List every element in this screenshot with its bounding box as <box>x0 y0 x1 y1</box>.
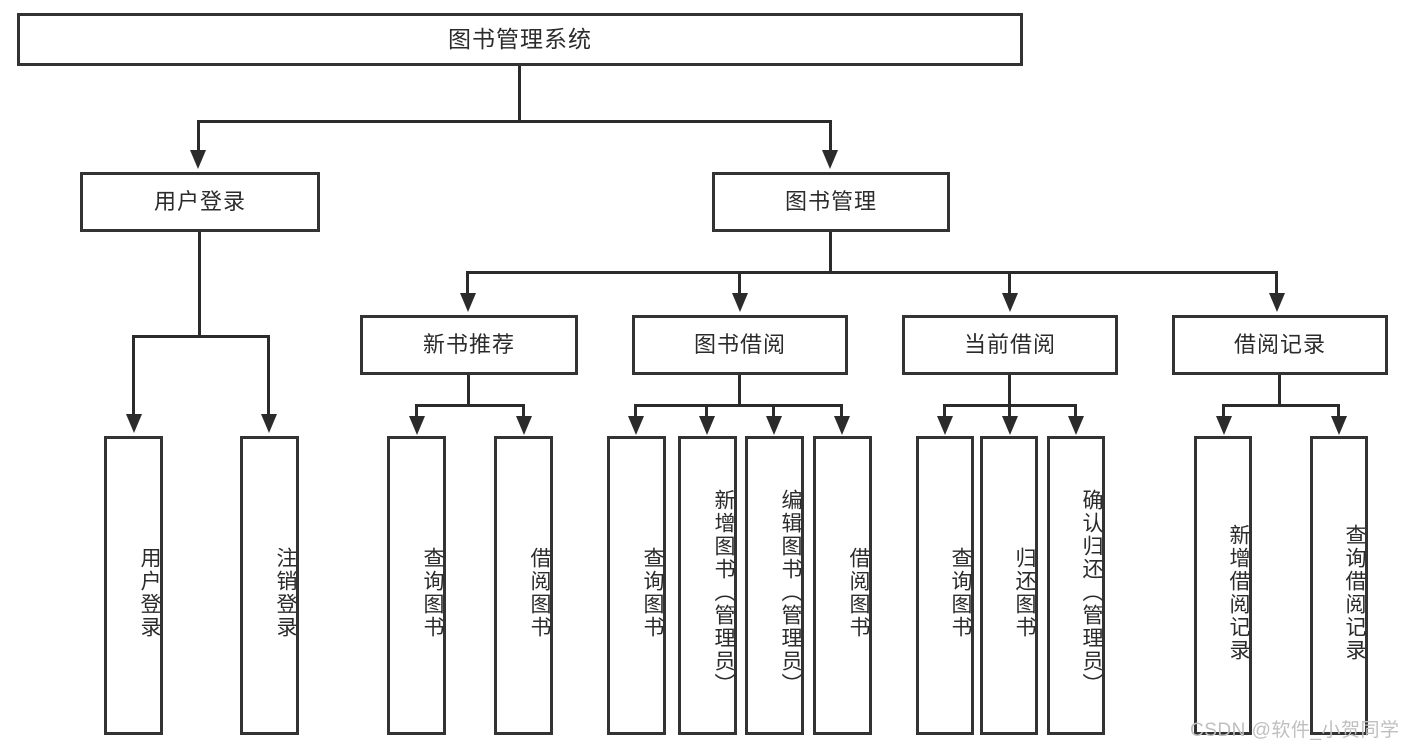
edge-drop-book-management <box>829 120 832 154</box>
node-label: 编辑图书（管理员） <box>779 489 802 696</box>
edge-root-stem <box>518 66 521 122</box>
node-user-login[interactable]: 用户登录 <box>80 172 320 232</box>
arrow-leaf-edit-book <box>766 416 782 435</box>
node-borrow-record[interactable]: 借阅记录 <box>1172 315 1388 375</box>
node-label: 借阅图书 <box>528 546 551 639</box>
node-leaf-borrow-book-2[interactable]: 借阅图书 <box>813 436 872 735</box>
node-label: 借阅记录 <box>1233 331 1326 357</box>
edge-drop-leaf-query-book-1 <box>415 404 418 420</box>
node-root-system[interactable]: 图书管理系统 <box>17 13 1023 66</box>
node-label: 新增图书（管理员） <box>712 489 735 696</box>
node-book-management[interactable]: 图书管理 <box>712 172 950 232</box>
node-label: 用户登录 <box>138 546 161 639</box>
node-label: 图书管理 <box>784 188 877 214</box>
node-label: 用户登录 <box>153 188 246 214</box>
edge-book-management-stem <box>829 232 832 274</box>
edge-drop-leaf-user-login <box>132 335 135 418</box>
node-current-borrow[interactable]: 当前借阅 <box>902 315 1118 375</box>
edge-book-borrow-stem <box>738 375 741 407</box>
arrow-leaf-user-login <box>126 414 142 433</box>
arrow-leaf-query-book-2 <box>628 416 644 435</box>
edge-drop-leaf-return-book <box>1008 404 1011 420</box>
edge-drop-borrow-record <box>1275 271 1278 297</box>
arrow-leaf-borrow-book-2 <box>834 416 850 435</box>
arrow-borrow-record <box>1269 293 1285 312</box>
node-leaf-query-book-3[interactable]: 查询图书 <box>916 436 974 735</box>
arrow-user-login <box>190 150 206 169</box>
edge-drop-leaf-borrow-book-1 <box>522 404 525 420</box>
arrow-leaf-add-record <box>1216 416 1232 435</box>
edge-drop-leaf-query-book-3 <box>943 404 946 420</box>
node-label: 新书推荐 <box>422 331 515 357</box>
node-book-borrow[interactable]: 图书借阅 <box>632 315 848 375</box>
node-leaf-confirm-return[interactable]: 确认归还（管理员） <box>1047 436 1105 735</box>
edge-drop-leaf-query-record <box>1337 404 1340 420</box>
arrow-leaf-query-record <box>1331 416 1347 435</box>
arrow-current-borrow <box>1002 293 1018 312</box>
watermark-text: CSDN @软件_小贺同学 <box>1190 720 1400 741</box>
node-label: 新增借阅记录 <box>1227 523 1250 662</box>
node-new-book-recommend[interactable]: 新书推荐 <box>360 315 578 375</box>
edge-drop-new-book-recommend <box>466 271 469 297</box>
node-label: 查询借阅记录 <box>1343 523 1366 662</box>
edge-level3-bar <box>466 271 1278 274</box>
arrow-leaf-add-book <box>699 416 715 435</box>
edge-user-login-stem <box>198 232 201 337</box>
node-label: 查询图书 <box>421 546 444 639</box>
arrow-book-management <box>822 150 838 169</box>
node-leaf-borrow-book-1[interactable]: 借阅图书 <box>494 436 553 735</box>
node-label: 确认归还（管理员） <box>1080 489 1103 696</box>
arrow-book-borrow <box>732 293 748 312</box>
node-leaf-add-book[interactable]: 新增图书（管理员） <box>678 436 737 735</box>
edge-drop-leaf-user-logout <box>267 335 270 418</box>
arrow-leaf-confirm-return <box>1068 416 1084 435</box>
arrow-leaf-query-book-3 <box>937 416 953 435</box>
arrow-leaf-user-logout <box>261 414 277 433</box>
node-leaf-add-record[interactable]: 新增借阅记录 <box>1194 436 1252 735</box>
edge-drop-leaf-query-book-2 <box>634 404 637 420</box>
node-leaf-user-logout[interactable]: 注销登录 <box>240 436 299 735</box>
edge-borrow-record-stem <box>1278 375 1281 407</box>
arrow-leaf-query-book-1 <box>409 416 425 435</box>
node-leaf-edit-book[interactable]: 编辑图书（管理员） <box>745 436 804 735</box>
node-label: 查询图书 <box>641 546 664 639</box>
node-leaf-return-book[interactable]: 归还图书 <box>980 436 1038 735</box>
edge-user-login-bar <box>132 335 270 338</box>
edge-drop-leaf-add-record <box>1222 404 1225 420</box>
node-leaf-query-book-1[interactable]: 查询图书 <box>387 436 446 735</box>
node-leaf-user-login[interactable]: 用户登录 <box>104 436 163 735</box>
edge-drop-current-borrow <box>1008 271 1011 297</box>
edge-new-book-recommend-bar <box>415 404 525 407</box>
edge-borrow-record-bar <box>1222 404 1340 407</box>
node-label: 当前借阅 <box>963 331 1056 357</box>
node-label: 图书管理系统 <box>448 25 592 52</box>
node-label: 注销登录 <box>274 546 297 639</box>
edge-drop-leaf-add-book <box>705 404 708 420</box>
arrow-leaf-return-book <box>1002 416 1018 435</box>
edge-book-borrow-bar <box>634 404 842 407</box>
edge-current-borrow-stem <box>1008 375 1011 407</box>
arrow-leaf-borrow-book-1 <box>516 416 532 435</box>
node-label: 图书借阅 <box>693 331 786 357</box>
edge-drop-user-login <box>197 120 200 154</box>
node-label: 借阅图书 <box>847 546 870 639</box>
edge-new-book-recommend-stem <box>467 375 470 407</box>
node-leaf-query-record[interactable]: 查询借阅记录 <box>1310 436 1368 735</box>
edge-drop-leaf-confirm-return <box>1074 404 1077 420</box>
edge-drop-book-borrow <box>738 271 741 297</box>
node-label: 查询图书 <box>949 546 972 639</box>
arrow-new-book-recommend <box>460 293 476 312</box>
edge-drop-leaf-edit-book <box>772 404 775 420</box>
node-label: 归还图书 <box>1013 546 1036 639</box>
edge-drop-leaf-borrow-book-2 <box>840 404 843 420</box>
node-leaf-query-book-2[interactable]: 查询图书 <box>607 436 666 735</box>
edge-root-bar <box>197 120 831 123</box>
